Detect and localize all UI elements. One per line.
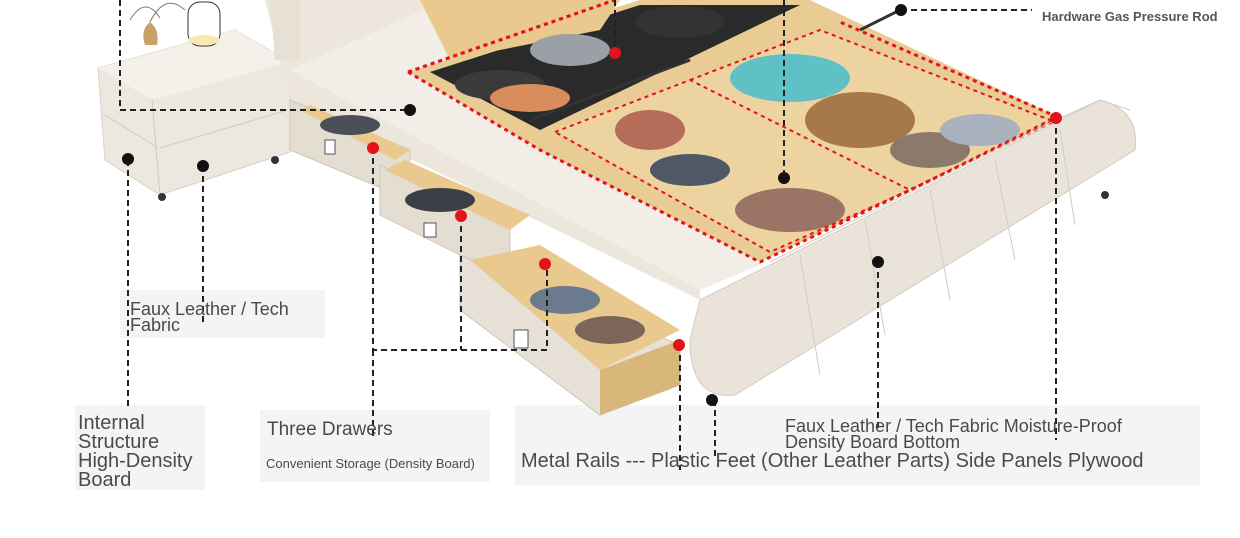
label-panel-left [120, 290, 325, 338]
storage-outline-path [407, 0, 1064, 264]
bed-frame [265, 0, 760, 300]
storage-compartment [408, 0, 1060, 262]
compartment-dividers [552, 28, 1053, 254]
label-gas-rod: Hardware Gas Pressure Rod [1042, 9, 1218, 24]
label-convenient-storage: Convenient Storage (Density Board) [266, 456, 475, 471]
label-metal-rails: Metal Rails --- Plastic Feet (Other Leat… [521, 450, 1144, 472]
label-panel-right [515, 405, 1200, 485]
label-moisture-proof: Faux Leather / Tech Fabric Moisture-Proo… [785, 416, 1122, 452]
nightstand [97, 1, 291, 201]
callout-lines [119, 0, 1057, 470]
label-panel-drawers [260, 410, 490, 482]
label-panel-internal [75, 405, 205, 490]
label-internal-structure: Internal Structure High-Density Board [78, 412, 193, 491]
drawers [289, 99, 681, 416]
markers [122, 4, 1062, 406]
label-three-drawers: Three Drawers [267, 419, 393, 440]
label-faux-leather-left: Faux Leather / Tech Fabric [130, 299, 289, 335]
